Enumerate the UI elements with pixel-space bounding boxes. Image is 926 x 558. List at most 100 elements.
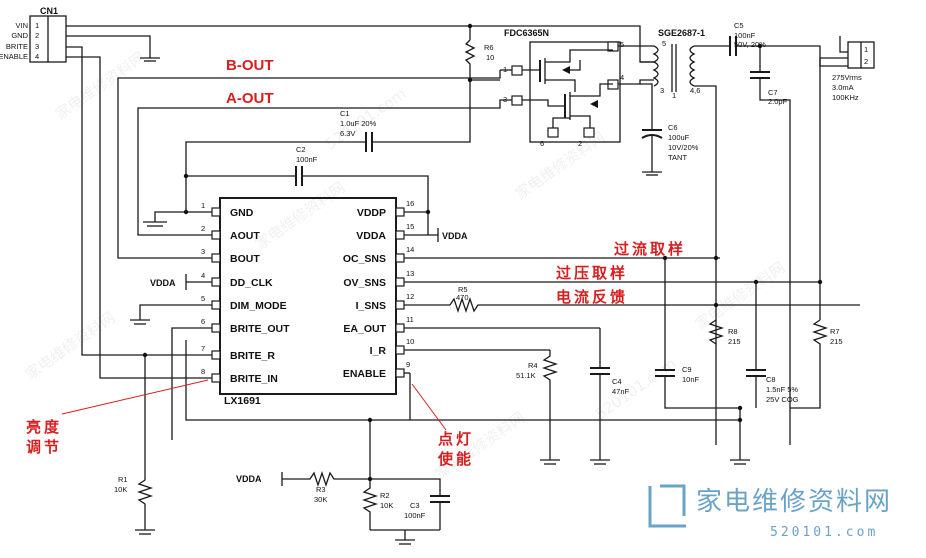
svg-text:3.0mA: 3.0mA — [832, 83, 854, 92]
svg-text:47nF: 47nF — [612, 387, 630, 396]
svg-text:1.5nF 5%: 1.5nF 5% — [766, 385, 798, 394]
svg-text:C7: C7 — [768, 88, 778, 97]
svg-text:A-OUT: A-OUT — [226, 90, 274, 107]
svg-text:2: 2 — [578, 139, 582, 148]
svg-text:3: 3 — [35, 42, 39, 51]
svg-text:OC_SNS: OC_SNS — [343, 253, 386, 265]
capacitor-c8: C8 1.5nF 5% 25V COG — [746, 282, 799, 408]
ic-lx1691: LX1691 — [219, 197, 397, 407]
svg-text:2: 2 — [201, 224, 205, 233]
gate-drive-traces: B-OUT A-OUT — [117, 57, 512, 259]
svg-text:10: 10 — [486, 53, 494, 62]
connector-cn1: CN1 VIN GND BRITE ENABLE 1 2 3 4 — [0, 6, 67, 63]
svg-text:50V, 20%: 50V, 20% — [734, 40, 766, 49]
brand-watermark: 家电维修资料网 520101.com — [648, 484, 892, 540]
svg-text:C4: C4 — [612, 377, 622, 386]
junction-dots — [142, 23, 823, 482]
svg-text:VDDA: VDDA — [442, 231, 468, 241]
svg-text:C2: C2 — [296, 145, 306, 154]
svg-text:家电维修资料网: 家电维修资料网 — [22, 308, 118, 383]
svg-text:1.0uF 20%: 1.0uF 20% — [340, 119, 377, 128]
svg-text:100nF: 100nF — [734, 31, 756, 40]
svg-text:1: 1 — [672, 91, 676, 100]
svg-text:520101.com: 520101.com — [770, 525, 878, 540]
mosfet-fdc6365n: FDC6365N 5 1 3 4 6 2 — [503, 28, 624, 148]
svg-text:16: 16 — [406, 199, 414, 208]
svg-text:C6: C6 — [668, 123, 678, 132]
svg-text:6: 6 — [201, 317, 205, 326]
svg-text:点灯: 点灯 — [438, 430, 474, 448]
svg-text:1: 1 — [864, 45, 868, 54]
svg-text:10K: 10K — [380, 501, 393, 510]
svg-text:4: 4 — [620, 73, 624, 82]
svg-text:25V COG: 25V COG — [766, 395, 799, 404]
svg-text:CN1: CN1 — [40, 6, 58, 16]
svg-text:C1: C1 — [340, 109, 350, 118]
resistor-r8: R8 215 — [707, 319, 741, 346]
svg-text:C8: C8 — [766, 375, 776, 384]
svg-text:4,6: 4,6 — [690, 86, 700, 95]
svg-text:OV_SNS: OV_SNS — [343, 277, 386, 289]
svg-text:使能: 使能 — [437, 450, 474, 468]
annotation-labels: 过流取样 过压取样 电流反馈 亮度 调节 点灯 使能 — [26, 240, 686, 468]
svg-text:2.0pF: 2.0pF — [768, 97, 788, 106]
svg-text:10K: 10K — [114, 485, 127, 494]
svg-text:过流取样: 过流取样 — [614, 240, 686, 258]
svg-text:2: 2 — [864, 57, 868, 66]
svg-text:DD_CLK: DD_CLK — [230, 277, 273, 289]
output-connector: 1 2 275Vrms 3.0mA 100KHz — [819, 36, 875, 320]
svg-text:3: 3 — [660, 86, 664, 95]
svg-text:VDDA: VDDA — [150, 278, 176, 288]
svg-text:4: 4 — [201, 271, 205, 280]
svg-text:BRITE: BRITE — [6, 42, 28, 51]
svg-text:51.1K: 51.1K — [516, 371, 536, 380]
svg-text:I_R: I_R — [370, 345, 387, 357]
ic-pin-4: 4DD_CLK — [188, 271, 273, 289]
svg-text:1: 1 — [35, 21, 39, 30]
svg-text:30K: 30K — [314, 495, 327, 504]
svg-text:R8: R8 — [728, 327, 738, 336]
capacitor-c6: C6 100uF 10V/20% TANT — [640, 61, 699, 176]
svg-text:R5: R5 — [458, 285, 468, 294]
svg-text:6: 6 — [540, 139, 544, 148]
svg-text:SGE2687-1: SGE2687-1 — [658, 28, 705, 38]
svg-text:家电维修资料网: 家电维修资料网 — [696, 487, 892, 517]
capacitor-c3: C3 100nF — [370, 478, 450, 530]
svg-text:R2: R2 — [380, 491, 390, 500]
svg-text:5: 5 — [201, 294, 205, 303]
svg-text:C9: C9 — [682, 365, 692, 374]
svg-text:电流反馈: 电流反馈 — [556, 288, 628, 306]
svg-text:R1: R1 — [118, 475, 128, 484]
svg-text:VDDA: VDDA — [236, 474, 262, 484]
svg-text:DIM_MODE: DIM_MODE — [230, 300, 287, 312]
svg-text:LX1691: LX1691 — [224, 395, 261, 407]
svg-text:VDDP: VDDP — [357, 207, 386, 219]
capacitor-c5: C5 100nF 50V, 20% — [729, 21, 848, 67]
svg-text:I_SNS: I_SNS — [356, 300, 386, 312]
svg-text:C3: C3 — [410, 501, 420, 510]
svg-text:11: 11 — [406, 315, 414, 324]
svg-text:10nF: 10nF — [682, 375, 700, 384]
svg-text:10V/20%: 10V/20% — [668, 143, 699, 152]
resistor-r4: R4 51.1K — [516, 350, 560, 465]
svg-text:R6: R6 — [484, 43, 494, 52]
svg-text:亮度: 亮度 — [26, 418, 62, 436]
net-label-vdda-right: VDDA — [427, 212, 468, 242]
svg-text:AOUT: AOUT — [230, 230, 260, 242]
svg-text:1: 1 — [201, 201, 205, 210]
svg-text:520101.com: 520101.com — [592, 355, 679, 424]
resistor-r3: VDDA R3 30K — [236, 470, 370, 504]
svg-text:过压取样: 过压取样 — [556, 264, 628, 282]
svg-text:TANT: TANT — [668, 153, 687, 162]
svg-text:GND: GND — [11, 31, 28, 40]
svg-text:家电维修资料网: 家电维修资料网 — [252, 178, 348, 253]
svg-text:12: 12 — [406, 292, 414, 301]
